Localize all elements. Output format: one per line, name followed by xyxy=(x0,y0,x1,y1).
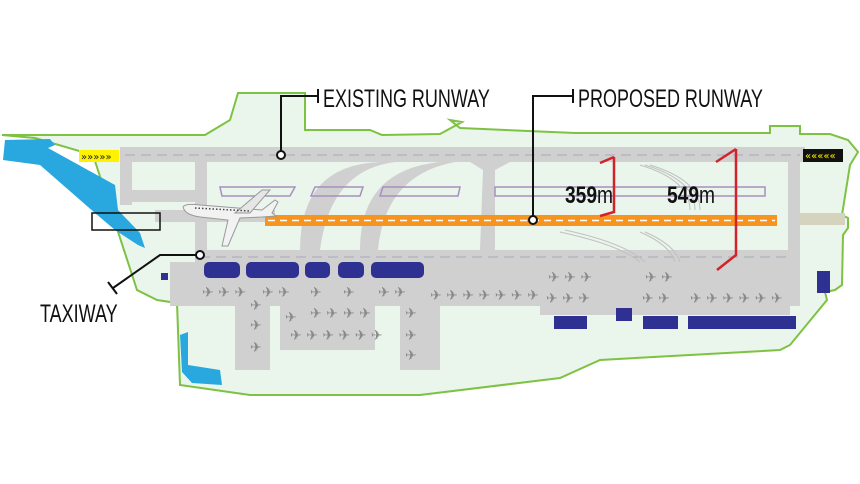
svg-text:✈: ✈ xyxy=(250,318,262,334)
threshold-east: ««««« xyxy=(803,149,843,162)
svg-text:✈: ✈ xyxy=(250,340,262,356)
water-body-south xyxy=(180,332,222,385)
terminal-buildings xyxy=(161,262,830,329)
svg-text:✈ ✈ ✈: ✈ ✈ ✈ xyxy=(548,270,592,286)
svg-text:✈ ✈ ✈: ✈ ✈ ✈ xyxy=(546,291,590,307)
parked-aircraft: ✈ ✈ ✈✈ ✈ ✈✈✈ ✈ ✈ ✈ ✈ ✈ ✈ ✈ ✈ ✈ ✈ ✈✈ ✈ ✈ … xyxy=(202,270,783,364)
svg-text:✈: ✈ xyxy=(310,285,322,301)
svg-text:✈ ✈ ✈ ✈ ✈ ✈ ✈: ✈ ✈ ✈ ✈ ✈ ✈ ✈ xyxy=(430,288,539,304)
label-proposed-runway: PROPOSED RUNWAY xyxy=(578,84,763,113)
svg-text:✈ ✈: ✈ ✈ xyxy=(645,270,673,286)
svg-text:✈: ✈ xyxy=(250,298,262,314)
distance-359m: 359m xyxy=(565,181,613,209)
svg-text:✈ ✈: ✈ ✈ xyxy=(343,306,371,322)
svg-text:✈: ✈ xyxy=(343,285,355,301)
runway-centerlines xyxy=(125,154,800,258)
svg-text:✈ ✈ ✈: ✈ ✈ ✈ xyxy=(202,285,246,301)
distance-549m: 549m xyxy=(667,181,715,209)
svg-text:✈ ✈ ✈ ✈ ✈ ✈: ✈ ✈ ✈ ✈ ✈ ✈ xyxy=(290,328,383,344)
svg-text:✈ ✈: ✈ ✈ xyxy=(642,291,670,307)
svg-text:✈: ✈ xyxy=(405,306,417,322)
svg-text:«««««: ««««« xyxy=(805,151,836,162)
label-taxiway: TAXIWAY xyxy=(40,299,118,328)
approach-arcs xyxy=(559,164,701,263)
svg-text:✈: ✈ xyxy=(405,348,417,364)
airplane-icon xyxy=(182,189,279,247)
runway-markings xyxy=(219,186,766,197)
svg-text:✈ ✈ ✈ ✈ ✈ ✈: ✈ ✈ ✈ ✈ ✈ ✈ xyxy=(690,291,783,307)
svg-text:✈ ✈: ✈ ✈ xyxy=(378,285,406,301)
label-existing-runway: EXISTING RUNWAY xyxy=(323,84,490,113)
building-outline xyxy=(91,212,161,231)
svg-text:✈ ✈: ✈ ✈ xyxy=(310,306,338,322)
svg-text:✈: ✈ xyxy=(405,328,417,344)
label-leaders xyxy=(107,89,574,295)
svg-text:✈ ✈: ✈ ✈ xyxy=(262,285,290,301)
water-body-northwest xyxy=(3,139,145,248)
threshold-west: »»»»» xyxy=(79,150,119,163)
svg-text:✈: ✈ xyxy=(285,310,297,326)
svg-text:»»»»»: »»»»» xyxy=(81,152,112,163)
distance-markers xyxy=(599,147,738,271)
